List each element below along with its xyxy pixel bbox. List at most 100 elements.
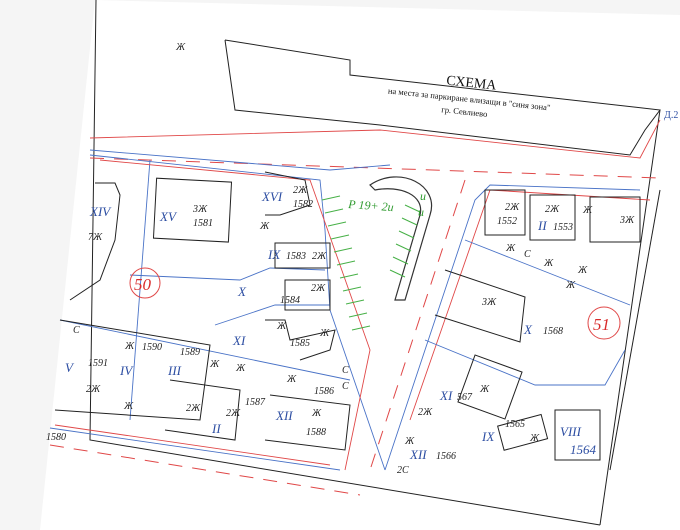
street-axis — [49, 444, 361, 496]
building-type: 2Ж — [545, 204, 560, 215]
building-type: 2Ж — [226, 408, 241, 419]
disabled-parking-mark: и — [420, 189, 426, 203]
building-type: 2Ж — [293, 185, 308, 196]
blue-line — [129, 159, 151, 421]
parcel-number: 1565 — [505, 419, 525, 430]
block-51-circle — [587, 306, 621, 340]
frame-line — [609, 189, 661, 471]
building-type: Ж — [286, 374, 297, 385]
building-type: Ж — [311, 408, 322, 419]
parcel-roman: XV — [159, 209, 178, 224]
parcel-roman: V — [65, 360, 75, 375]
building-type: Ж — [124, 341, 135, 352]
building-outline — [265, 319, 336, 361]
building-type: 3Ж — [481, 297, 497, 308]
building-type: Ж — [529, 433, 540, 444]
sheet-ref: Д.2 — [664, 110, 678, 121]
parcel-number: 1564 — [570, 442, 597, 457]
building-type: С — [342, 381, 349, 392]
blue-line — [214, 304, 330, 326]
building-outline — [529, 194, 576, 241]
building-outline — [224, 39, 661, 156]
building-outline — [54, 319, 211, 421]
building-type: Ж — [505, 243, 516, 254]
building-type: Ж — [276, 321, 287, 332]
parcel-roman: IV — [119, 363, 134, 378]
building-type: С — [73, 325, 80, 336]
red-regulation-line — [54, 424, 331, 466]
parcel-number: 1586 — [314, 386, 334, 397]
parcel-roman: XI — [232, 333, 246, 348]
parcel-roman: II — [537, 218, 547, 233]
blue-line — [464, 239, 631, 306]
building-type: Ж — [209, 359, 220, 370]
building-outline — [554, 409, 601, 461]
left-block-labels: Ж XIV 7Ж XV 3Ж 1581 XVI 2Ж 1582 Ж IX 158… — [46, 42, 349, 443]
parking-spaces — [321, 195, 421, 331]
parcel-roman: VIII — [560, 424, 582, 439]
building-type: Ж — [565, 280, 576, 291]
parcel-roman: III — [167, 363, 182, 378]
building-type: 7Ж — [88, 232, 103, 243]
building-type: Ж — [259, 221, 270, 232]
parcel-number: 1584 — [280, 295, 300, 306]
parcel-number: 1552 — [497, 216, 517, 227]
parcel-number: 1553 — [553, 222, 573, 233]
parcel-roman: IX — [267, 247, 281, 262]
parcel-number: 1587 — [245, 397, 266, 408]
building-type: Ж — [577, 265, 588, 276]
traffic-island — [369, 176, 433, 301]
building-outline — [152, 177, 233, 243]
blue-line — [424, 339, 626, 386]
building-outline — [264, 394, 351, 451]
building-type: Ж — [123, 401, 134, 412]
parcel-number: 567 — [457, 392, 473, 403]
building-type: Ж — [235, 363, 246, 374]
parcel-number: 1583 — [286, 251, 306, 262]
building-type: Ж — [319, 328, 330, 339]
building-type: 2С — [397, 465, 409, 476]
building-outline — [484, 189, 526, 236]
parcel-number: 1585 — [290, 338, 310, 349]
building-outline — [589, 196, 641, 243]
parcel-number: 1581 — [193, 218, 213, 229]
red-regulation-line — [89, 119, 661, 159]
block-number: 50 — [134, 275, 152, 294]
building-outline — [274, 242, 331, 269]
building-type: 2Ж — [311, 283, 326, 294]
paper — [40, 0, 680, 530]
building-outline — [497, 413, 549, 451]
building-type: С — [524, 249, 531, 260]
parcel-number: 1582 — [293, 199, 313, 210]
building-outline — [457, 354, 523, 420]
building-type: Ж — [175, 42, 186, 53]
disabled-parking-mark: и — [418, 205, 424, 219]
building-type: 2Ж — [418, 407, 433, 418]
building-type: 2Ж — [186, 403, 201, 414]
building-outline — [164, 379, 241, 441]
parcel-roman: XII — [275, 408, 293, 423]
street-axis — [369, 179, 466, 471]
parcel-number: 1568 — [543, 326, 563, 337]
frame-line — [89, 0, 601, 526]
parcel-roman: X — [523, 322, 533, 337]
parcel-roman: II — [211, 421, 221, 436]
block-number: 51 — [593, 315, 610, 334]
parcel-number: 1580 — [46, 432, 66, 443]
building-outline — [434, 269, 526, 343]
parcel-roman: XIV — [89, 204, 112, 219]
building-type: 2Ж — [312, 251, 327, 262]
parcel-number: 1566 — [436, 451, 456, 462]
blue-line — [129, 267, 326, 281]
parcel-number: 1588 — [306, 427, 326, 438]
parcel-number: 1589 — [180, 347, 200, 358]
building-type: 2Ж — [86, 384, 101, 395]
blue-line — [89, 149, 391, 171]
building-type: 3Ж — [619, 215, 635, 226]
building-outline — [284, 279, 331, 311]
parcel-number: 1591 — [88, 358, 108, 369]
building-outline — [264, 171, 311, 216]
right-block-labels: 2Ж 1552 2Ж II 1553 Ж 3Ж Ж С Ж Ж Ж 3Ж X 1… — [397, 202, 635, 476]
blue-line — [49, 427, 341, 471]
